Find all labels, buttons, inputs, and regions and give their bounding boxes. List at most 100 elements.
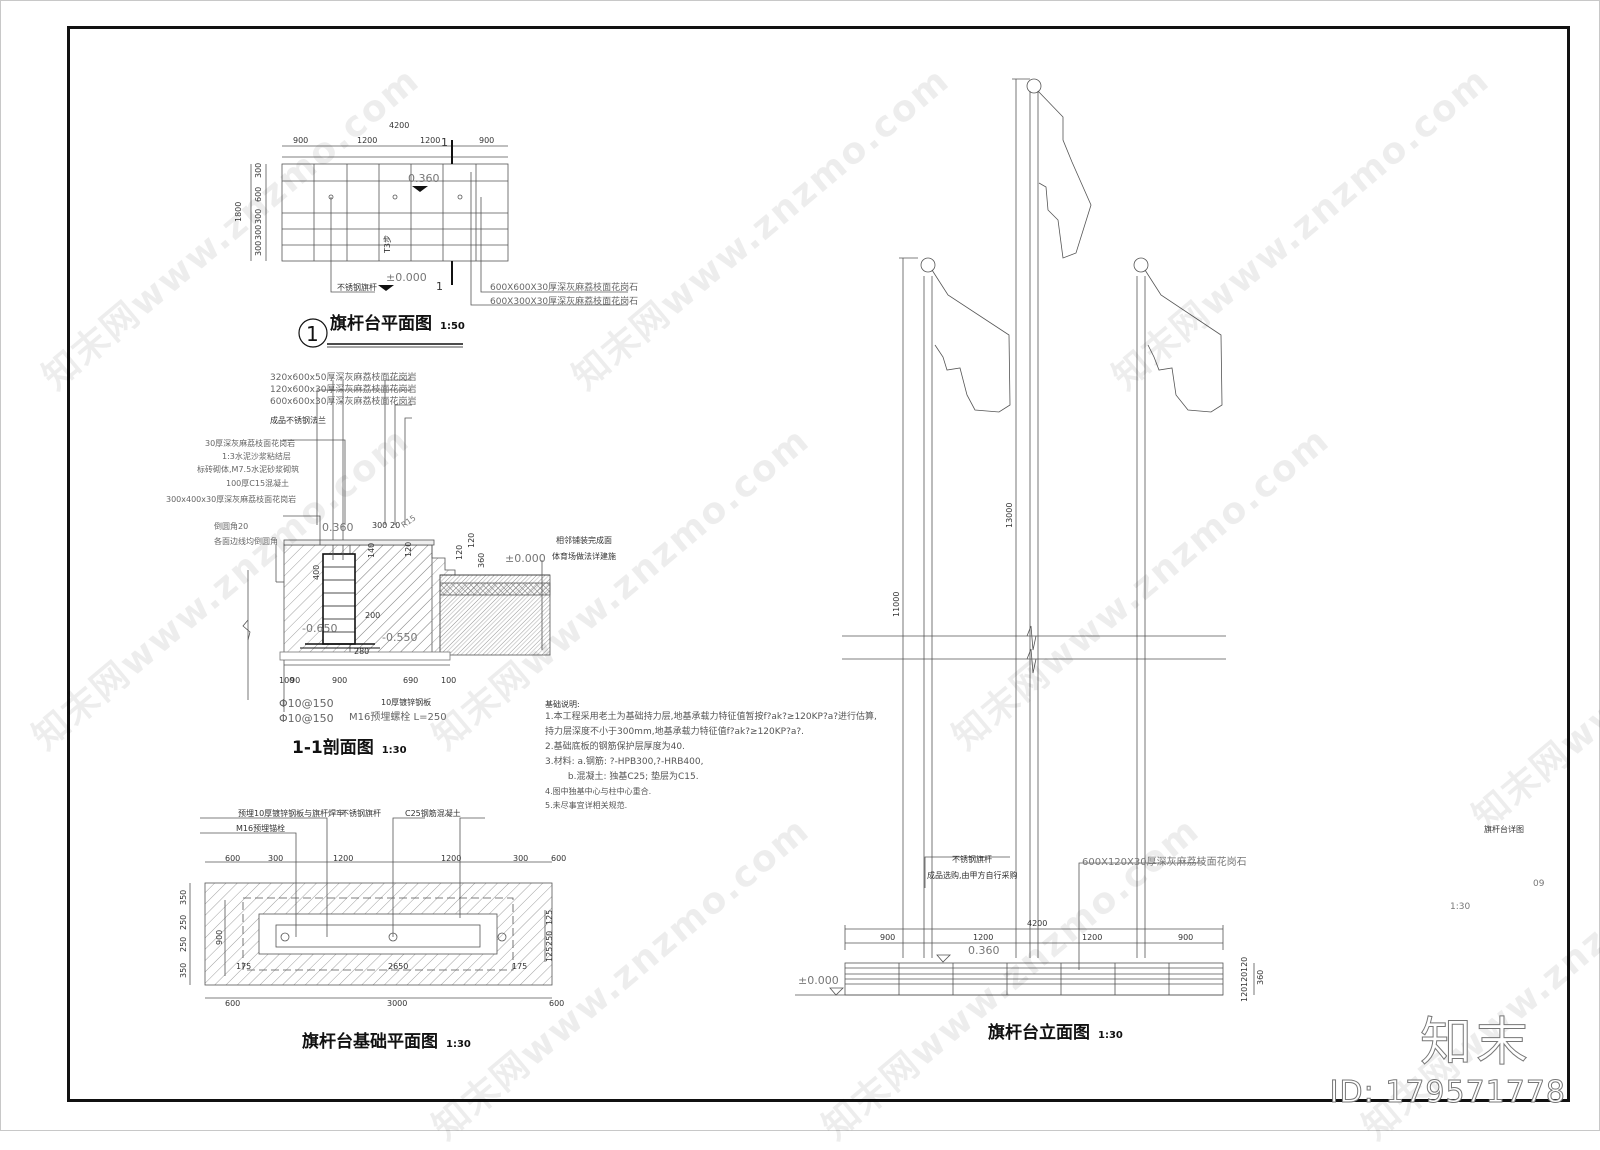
foundation-top-dim-5: 300 (513, 854, 529, 863)
foundation-left-dim-3: 250 (179, 936, 188, 952)
foundation-bottom-dim-1: 600 (225, 999, 241, 1008)
note-2: 2.基础底板的钢筋保护层厚度为40. (545, 742, 685, 752)
foundation-inner-dim-1: 175 (236, 962, 252, 971)
elevation-right-dim-3: 120 (1240, 986, 1249, 1002)
brand-id: ID: 179571778 (1329, 1075, 1566, 1111)
section-scale: 1:30 (381, 745, 407, 756)
foundation-title: 旗杆台基础平面图 (302, 1032, 438, 1052)
note-1b: 持力层深度不小于300mm,地基承载力特征值f?ak?≥120KP?a?. (545, 727, 805, 737)
plan-scale: 1:50 (440, 321, 465, 332)
plan-elev-top: 0.360 (408, 172, 440, 185)
section-dim-200: 200 (365, 611, 381, 620)
note-5: 5.未尽事宜详相关规范. (545, 801, 628, 810)
notes-heading: 基础说明: (545, 700, 580, 709)
drawing-frame (67, 26, 1570, 1102)
section-chamfer-2: 各面边线均倒圆角 (214, 537, 278, 546)
elevation-width-1: 900 (880, 933, 896, 942)
section-bolt-label: M16预埋螺栓 L=250 (349, 712, 447, 723)
section-top-label-2: 120x600x30厚深灰麻荔枝面花岗岩 (270, 385, 417, 395)
plan-width-2: 1200 (357, 136, 378, 145)
foundation-label-pole: 不锈钢旗杆 (341, 809, 381, 818)
section-elev-a: -0.650 (302, 622, 338, 635)
elevation-elev-top: 0.360 (968, 944, 1000, 957)
section-top-label-3: 600x600x30厚深灰麻荔枝面花岗岩 (270, 397, 417, 407)
section-dim-120: 120 (404, 541, 413, 557)
plan-title: 旗杆台平面图 (330, 314, 432, 334)
section-elev-ground: ±0.000 (505, 552, 546, 565)
plan-label-pole: 不锈钢旗杆 (337, 283, 377, 292)
elevation-right-total: 360 (1256, 969, 1265, 985)
foundation-label-plate: 预埋10厚镀锌钢板与旗杆焊牢 (238, 809, 345, 818)
elevation-elev-ground: ±0.000 (798, 974, 839, 987)
foundation-right-dim-1: 125 (545, 909, 554, 925)
plan-section-mark: 1 (436, 280, 443, 293)
section-top-label-4: 成品不锈钢法兰 (270, 416, 326, 425)
foundation-top-dim-1: 600 (225, 854, 241, 863)
foundation-inner-dim-2: 2650 (388, 962, 409, 971)
section-title: 1-1剖面图 (292, 738, 374, 758)
elevation-width-3: 1200 (1082, 933, 1103, 942)
section-left-label-5: 300x400x30厚深灰麻荔枝面花岗岩 (166, 495, 297, 504)
elevation-label-stone: 600X120X30厚深灰麻荔枝面花岗石 (1082, 857, 1247, 868)
foundation-bottom-dim-2: 3000 (387, 999, 408, 1008)
elevation-height-short: 11000 (892, 591, 901, 617)
section-rebar-1: Φ10@150 (279, 697, 334, 710)
plan-label-stone-b: 600X300X30厚深灰麻荔枝面花岗石 (490, 297, 639, 307)
section-dim-120c: 120 (467, 532, 476, 548)
elevation-height-tall: 13000 (1005, 502, 1014, 528)
plan-section-mark-top: 1 (441, 136, 448, 149)
plan-depth-2: 600 (254, 186, 263, 202)
foundation-label-bolt: M16预埋锚栓 (236, 824, 286, 833)
foundation-inner-dim-3: 175 (512, 962, 528, 971)
elevation-label-pole: 不锈钢旗杆 (952, 855, 992, 864)
plan-width-3: 1200 (420, 136, 441, 145)
section-dim-300: 300 (372, 521, 388, 530)
section-bottom-dim-3: 900 (332, 676, 348, 685)
section-dim-140: 140 (367, 542, 376, 558)
plan-depth-3: 300 (254, 208, 263, 224)
plan-total-depth: 1800 (234, 201, 243, 222)
note-4: 4.图中独基中心与柱中心重合. (545, 787, 652, 796)
section-left-label-1: 30厚深灰麻荔枝面花岗岩 (205, 439, 296, 448)
foundation-notes: 基础说明: 1.本工程采用老土为基础持力层,地基承载力特征值暂按f?ak?≥12… (545, 701, 877, 810)
brand-logo: 知末 (1419, 1013, 1532, 1074)
section-top-label-1: 320x600x50厚深灰麻荔枝面花岗岩 (270, 373, 417, 383)
section-chamfer-1: 倒圆角20 (214, 522, 249, 531)
section-right-label-2: 体育场做法详建施 (552, 552, 616, 561)
section-dim-400: 400 (312, 564, 321, 580)
note-3b: b.混凝土: 独基C25; 垫层为C15. (545, 772, 699, 782)
section-elev-b: -0.550 (382, 631, 418, 644)
section-dim-360: 360 (477, 552, 486, 568)
foundation-top-dim-4: 1200 (441, 854, 462, 863)
foundation-scale: 1:30 (446, 1039, 471, 1050)
plan-title-block: 旗杆台平面图 1:50 (330, 316, 465, 333)
section-left-label-2: 1:3水泥沙浆粘结层 (222, 452, 291, 461)
elevation-width-2: 1200 (973, 933, 994, 942)
section-left-label-4: 100厚C15混凝土 (226, 479, 290, 488)
elevation-view (795, 78, 1255, 996)
foundation-right-dim-3: 125 (545, 946, 554, 962)
elevation-label-pole-note: 成品选购,由甲方自行采购 (927, 871, 1018, 880)
foundation-bottom-dim-3: 600 (549, 999, 565, 1008)
plan-depth-4: 300 (254, 224, 263, 240)
foundation-title-block: 旗杆台基础平面图 1:30 (302, 1034, 471, 1051)
foundation-top-dim-3: 1200 (333, 854, 354, 863)
foundation-view (189, 817, 553, 999)
plan-width-4: 900 (479, 136, 495, 145)
elevation-total-width: 4200 (1027, 919, 1048, 928)
section-bottom-dim-2: 90 (290, 676, 301, 685)
foundation-left-total: 900 (215, 929, 224, 945)
section-elev-top: 0.360 (322, 521, 354, 534)
section-dim-120b: 120 (455, 544, 464, 560)
plan-label-stone-a: 600X600X30厚深灰麻荔枝面花岗石 (490, 283, 639, 293)
section-dim-20: 20 (390, 521, 401, 530)
plan-depth-1: 300 (254, 162, 263, 178)
plan-elev-ground: ±0.000 (386, 271, 427, 284)
sheet-scale: 1:30 (1450, 902, 1471, 912)
section-left-label-3: 标砖砌体,M7.5水泥砂浆砌筑 (197, 465, 300, 474)
plan-number: 1 (306, 322, 319, 346)
note-3a: 3.材料: a.钢筋: ?-HPB300,?-HRB400, (545, 757, 704, 767)
